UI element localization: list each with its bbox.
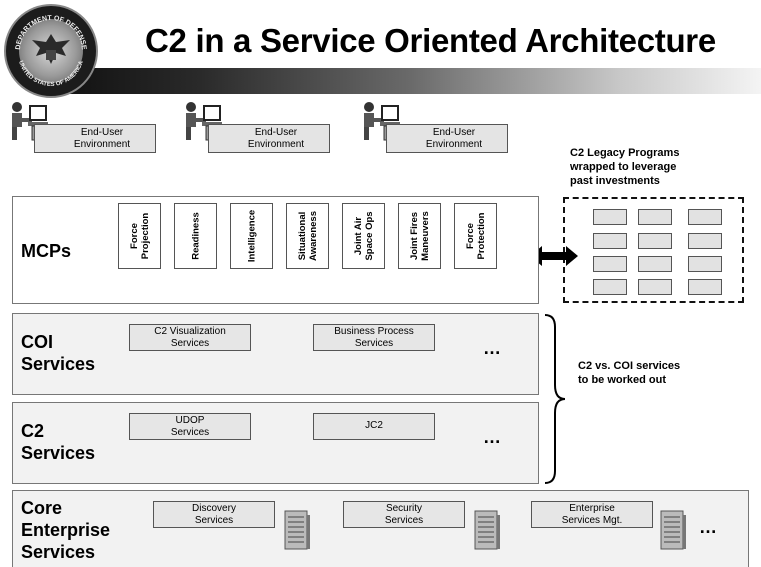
discovery-services-box: Discovery Services: [153, 501, 275, 528]
service-label: Enterprise: [569, 503, 615, 514]
service-label: Security: [385, 503, 423, 514]
mcp-label: Space Ops: [363, 211, 375, 261]
legacy-note-line: C2 Legacy Programs: [570, 147, 680, 159]
service-label: Services: [384, 515, 424, 526]
legacy-program-block: [638, 279, 672, 295]
end-user-label: Environment: [247, 139, 305, 150]
udop-services-box: UDOP Services: [129, 413, 251, 440]
legacy-program-block: [593, 209, 627, 225]
mcp-label: Projection: [139, 212, 151, 260]
mcp-label: Awareness: [307, 211, 319, 261]
core-label: Core: [21, 498, 63, 518]
mcp-label: Readiness: [190, 212, 201, 260]
legacy-program-block: [688, 209, 722, 225]
svg-text:UNITED STATES OF AMERICA: UNITED STATES OF AMERICA: [17, 60, 85, 89]
header-gradient-bar: [60, 68, 761, 94]
c2-visualization-services-box: C2 Visualization Services: [129, 324, 251, 351]
coi-ellipsis: …: [483, 338, 504, 358]
mcp-label: Joint Air: [352, 216, 364, 256]
mcp-label: Maneuvers: [419, 211, 431, 261]
server-rack-icon: [284, 510, 310, 550]
c2-label: Services: [21, 443, 96, 463]
brace-note-line: C2 vs. COI services: [578, 360, 681, 372]
legacy-program-block: [638, 256, 672, 272]
service-label: Discovery: [192, 503, 236, 514]
coi-services-layer: COI Services C2 Visualization Services B…: [12, 313, 539, 395]
service-label: Services: [170, 338, 210, 349]
brace-note: C2 vs. COI services to be worked out: [578, 359, 680, 387]
dod-seal-icon: DEPARTMENT OF DEFENSE UNITED STATES OF A…: [4, 4, 98, 98]
end-user-label: End-User: [432, 127, 476, 138]
legacy-program-block: [688, 233, 722, 249]
mcp-label: Force: [464, 223, 476, 249]
end-user-label: End-User: [80, 127, 124, 138]
core-label: Enterprise: [21, 520, 111, 540]
c2-services-layer: C2 Services UDOP Services JC2 …: [12, 402, 539, 484]
mcp-label: Intelligence: [246, 209, 257, 263]
legacy-program-block: [593, 279, 627, 295]
jc2-box: JC2: [313, 413, 435, 440]
mcps-label: MCPs: [21, 241, 72, 261]
service-label: Business Process: [334, 326, 414, 337]
mcp-label: Force: [128, 223, 140, 249]
service-label: C2 Visualization: [154, 326, 226, 337]
legacy-program-block: [688, 256, 722, 272]
brace-note-line: to be worked out: [578, 374, 666, 386]
legacy-program-block: [638, 233, 672, 249]
legacy-program-block: [638, 209, 672, 225]
legacy-note-line: past investments: [570, 175, 660, 187]
enterprise-services-mgt-box: Enterprise Services Mgt.: [531, 501, 653, 528]
core-ellipsis: …: [699, 517, 720, 537]
end-user-label: End-User: [254, 127, 298, 138]
mcp-item: Intelligence: [230, 203, 273, 269]
mcp-label: Joint Fires: [408, 211, 420, 261]
security-services-box: Security Services: [343, 501, 465, 528]
mcp-item: Readiness: [174, 203, 217, 269]
end-user-label: Environment: [73, 139, 131, 150]
legacy-program-block: [688, 279, 722, 295]
seal-bottom-text: UNITED STATES OF AMERICA: [17, 60, 85, 89]
coi-label: COI: [21, 332, 54, 352]
legacy-note-line: wrapped to leverage: [570, 161, 677, 173]
legacy-program-block: [593, 233, 627, 249]
service-label: JC2: [365, 420, 383, 431]
service-label: Services: [354, 338, 394, 349]
curly-brace-icon: [544, 314, 566, 484]
core-label: Services: [21, 542, 96, 562]
double-arrow-icon: [530, 246, 578, 266]
page-title: C2 in a Service Oriented Architecture: [145, 22, 716, 59]
service-label: Services: [194, 515, 234, 526]
server-rack-icon: [474, 510, 500, 550]
service-label: UDOP: [175, 415, 205, 426]
legacy-program-block: [593, 256, 627, 272]
c2-ellipsis: …: [483, 427, 504, 447]
service-label: Services: [170, 427, 210, 438]
coi-label: Services: [21, 354, 96, 374]
core-enterprise-services-layer: Core Enterprise Services Discovery Servi…: [12, 490, 749, 567]
end-user-label: Environment: [425, 139, 483, 150]
server-rack-icon: [660, 510, 686, 550]
mcp-label: Protection: [475, 212, 487, 260]
c2-label: C2: [21, 421, 45, 441]
business-process-services-box: Business Process Services: [313, 324, 435, 351]
mcp-label: Situational: [296, 211, 308, 261]
legacy-note: C2 Legacy Programs wrapped to leverage p…: [570, 146, 679, 188]
service-label: Services Mgt.: [561, 515, 623, 526]
legacy-programs-box: [563, 197, 744, 303]
